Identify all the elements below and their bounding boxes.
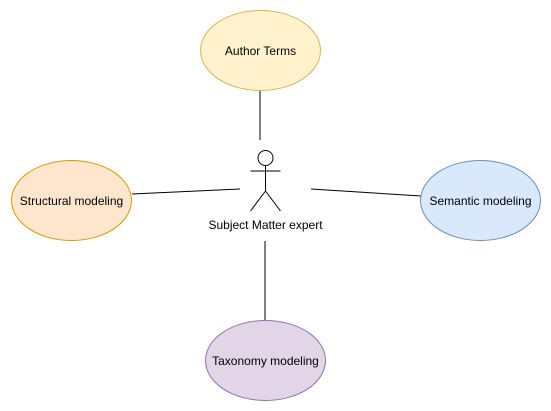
actor-label: Subject Matter expert	[208, 218, 323, 232]
use-case-author-terms[interactable]	[200, 10, 321, 91]
use-case-semantic-label: Semantic modeling	[429, 193, 532, 208]
use-case-structural-label: Structural modeling	[19, 193, 124, 208]
association-semantic	[310, 188, 422, 197]
use-case-semantic[interactable]	[420, 160, 541, 241]
use-case-author-terms-label: Author Terms	[224, 43, 297, 58]
stick-figure-actor-icon[interactable]	[250, 150, 281, 212]
use-case-taxonomy[interactable]	[205, 320, 326, 401]
association-structural	[131, 188, 241, 195]
use-case-taxonomy-label: Taxonomy modeling	[212, 353, 319, 368]
use-case-structural[interactable]	[11, 160, 132, 241]
